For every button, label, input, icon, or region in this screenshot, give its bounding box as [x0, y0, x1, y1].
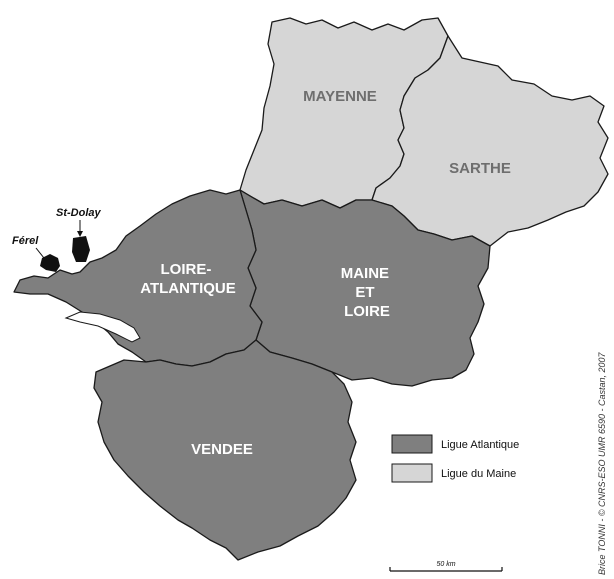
label-vendee: VENDEE	[191, 441, 253, 458]
label-loire-atlantique: LOIRE- ATLANTIQUE	[140, 261, 236, 297]
label-sarthe: SARTHE	[449, 160, 511, 177]
legend-swatch-maine	[391, 463, 433, 483]
label-maine-et-loire-line-3: LOIRE	[344, 303, 390, 320]
legend-label-maine: Ligue du Maine	[441, 468, 516, 480]
credit-text: Brice TONNI - © CNRS-ESO UMR 6590 - Cast…	[597, 351, 607, 575]
arrow-ferel	[35, 247, 45, 259]
legend-swatch-atlantique	[391, 434, 433, 454]
marker-st-dolay	[72, 236, 90, 262]
marker-ferel	[40, 254, 60, 272]
label-loire-atlantique-line-2: ATLANTIQUE	[140, 280, 236, 297]
label-maine-et-loire-line-2: ET	[355, 284, 374, 301]
loire-river	[64, 311, 141, 343]
scale-label: 50 km	[436, 561, 455, 568]
arrowhead-st-dolay	[77, 231, 83, 237]
dept-loire-atlantique	[13, 189, 263, 367]
dept-vendee	[93, 339, 357, 561]
dept-sarthe	[371, 35, 609, 247]
legend-label-atlantique: Ligue Atlantique	[441, 439, 519, 451]
label-st-dolay: St-Dolay	[56, 207, 102, 219]
label-ferel: Férel	[12, 235, 39, 247]
label-maine-et-loire: MAINE ET LOIRE	[341, 265, 394, 320]
label-loire-atlantique-line-1: LOIRE-	[160, 261, 211, 278]
label-mayenne: MAYENNE	[303, 88, 377, 105]
label-maine-et-loire-line-1: MAINE	[341, 265, 389, 282]
